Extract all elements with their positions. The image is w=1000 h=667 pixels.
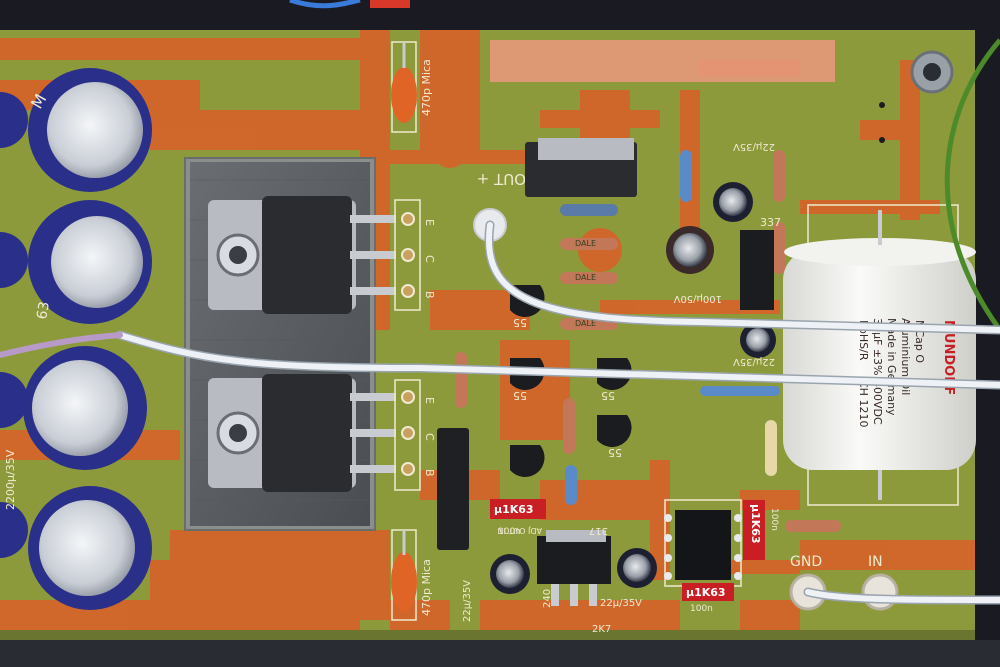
bigcap-text-rating: 2200µ/35V	[4, 449, 17, 510]
white-wires	[0, 220, 1000, 605]
voltage-regulator-top	[525, 138, 637, 197]
redacted-label	[490, 40, 835, 82]
label-chip-b: µ1K63	[749, 504, 762, 544]
dale-label-a: DALE	[575, 239, 596, 248]
label-22u-top: 22µ/35V	[733, 141, 775, 152]
mcap-film-capacitor	[783, 204, 976, 506]
label-e-bottom: E	[423, 397, 436, 404]
chip-capacitor-a	[490, 499, 546, 519]
label-100n-a: 100n	[498, 527, 521, 537]
label-chip-c: µ1K63	[686, 586, 726, 599]
mica-capacitor-top	[391, 41, 417, 133]
power-transistor-top	[208, 196, 396, 314]
mcap-brand: MUNDORF	[941, 320, 956, 395]
film-resistor-block	[437, 428, 469, 550]
in-terminal	[861, 573, 899, 611]
chip-capacitor-c	[682, 583, 734, 601]
mcap-line-7: CH 1210	[857, 380, 870, 427]
label-22u-bl: 22µ/35V	[462, 580, 473, 622]
green-wire	[944, 38, 1000, 332]
tr-label-c: 55	[601, 389, 615, 402]
label-chip-a: µ1K63	[494, 503, 534, 516]
label-in: IN	[868, 554, 883, 570]
opamp-dip8	[664, 499, 742, 587]
label-337: 337	[760, 216, 781, 229]
regulator-317	[537, 530, 611, 606]
label-100n-c: 100n	[690, 604, 713, 614]
tr-label-a: 55	[513, 316, 527, 329]
label-e-top: E	[423, 219, 436, 226]
mcap-line-2: Aluminium Oil	[899, 318, 912, 395]
power-transistor-bottom	[208, 374, 396, 492]
bigcap-text-63: 63	[34, 300, 53, 320]
label-out-plus: OUT +	[477, 170, 526, 188]
tr-label-b: 55	[513, 389, 527, 402]
small-capacitors	[490, 182, 776, 594]
mcap-line-3: Made in Germany	[885, 318, 898, 416]
label-mica-bottom: 470p Mica	[420, 559, 433, 616]
label-adj-out-in: ADJ OUT IN	[498, 526, 542, 535]
regulator-337	[740, 230, 774, 310]
mcap-line-4: 39µF ±3%	[871, 318, 884, 376]
electrolytic-capacitors-left	[0, 68, 152, 610]
label-240: 240	[542, 589, 553, 608]
chip-capacitor-b	[743, 500, 765, 560]
ecb-pads-bottom	[394, 379, 421, 491]
label-100u: 100µ/50V	[673, 293, 722, 304]
label-100n-b: 100n	[769, 508, 779, 531]
mcap-line-5: 400VDC	[871, 380, 884, 425]
tr-label-d: 55	[608, 446, 622, 459]
ecb-pads-top	[394, 199, 421, 311]
copper-traces	[0, 30, 975, 630]
dale-label-b: DALE	[575, 273, 596, 282]
label-gnd: GND	[790, 554, 822, 570]
label-mica-top: 470p Mica	[420, 59, 433, 116]
mica-capacitor-bottom	[391, 529, 417, 621]
label-2k7: 2K7	[592, 624, 611, 635]
label-c-top: C	[423, 255, 436, 263]
label-317: 317	[589, 525, 608, 536]
label-c-bottom: C	[423, 433, 436, 441]
dale-label-c: DALE	[575, 319, 596, 328]
label-b-bottom: B	[423, 469, 436, 477]
resistors	[455, 150, 841, 532]
label-b-top: B	[423, 291, 436, 299]
label-22u-mid: 22µ/35V	[733, 356, 775, 367]
label-22u-bm: 22µ/35V	[600, 598, 642, 609]
